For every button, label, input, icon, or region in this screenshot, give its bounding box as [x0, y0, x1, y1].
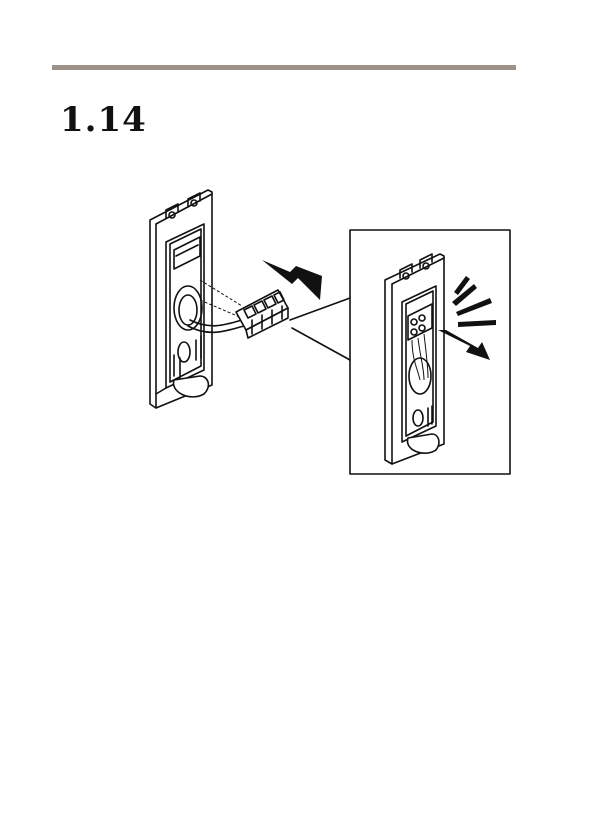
terminal-connector [236, 290, 288, 338]
section-rule [52, 65, 516, 70]
installation-figure [130, 180, 520, 480]
insert-arrow-icon [438, 330, 490, 360]
installation-illustration [130, 180, 520, 480]
step-number: 1.14 [60, 100, 147, 140]
inset-bracket [385, 254, 444, 464]
main-bracket [150, 190, 244, 408]
click-burst-icon [452, 276, 496, 327]
